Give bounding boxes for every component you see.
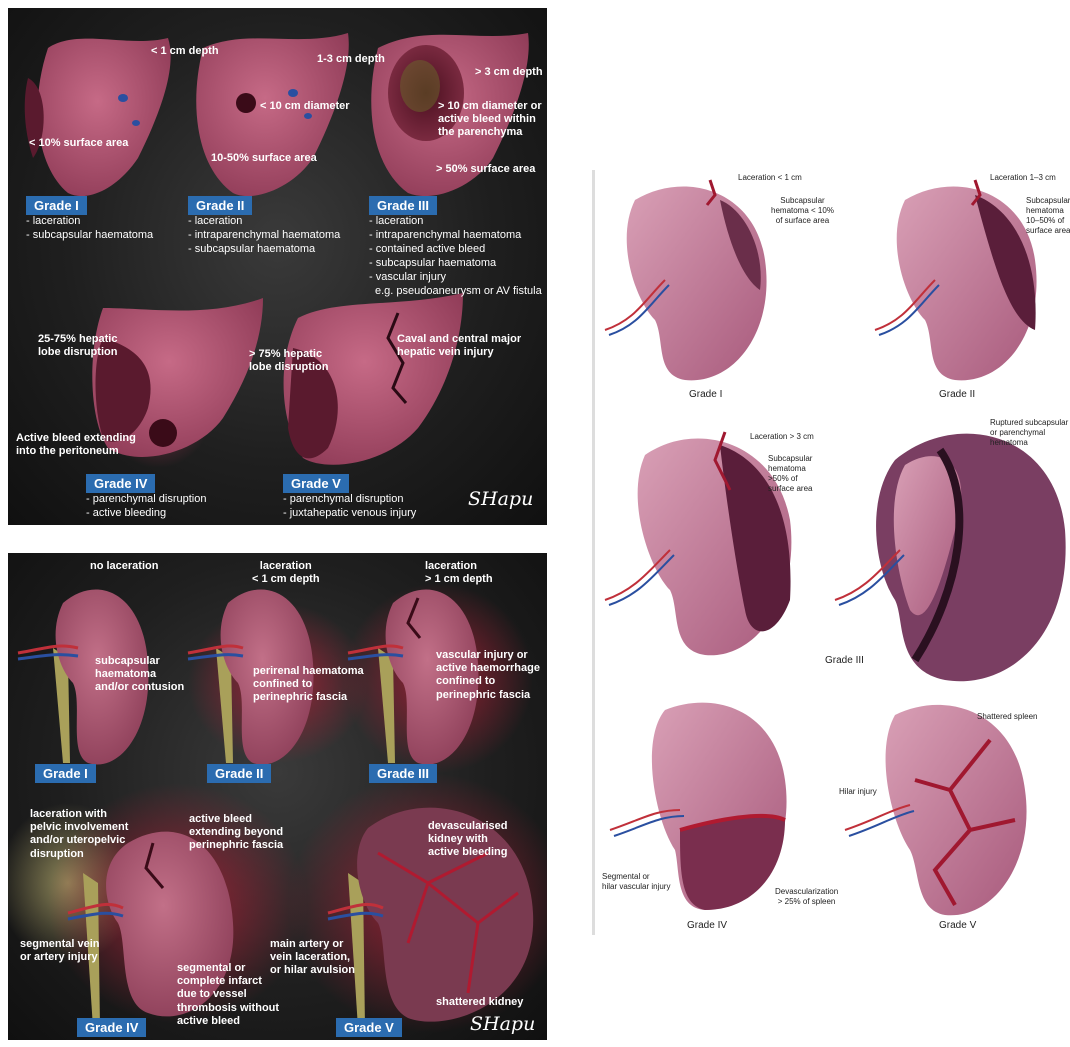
- kidney-g4-infarct-label: segmental or complete infarct due to ves…: [177, 962, 279, 1028]
- spleen-g3-subcapsular-label: Subcapsular hematoma >50% of surface are…: [768, 454, 812, 494]
- kidney-g2-top-label: laceration < 1 cm depth: [252, 560, 320, 586]
- kidney-signature: SHapu: [470, 1013, 535, 1035]
- liver-g2-area-label: 10-50% surface area: [211, 152, 317, 165]
- liver-g3-area-label: > 50% surface area: [436, 163, 535, 176]
- liver-g4-bleed-label: Active bleed extending into the peritone…: [16, 432, 136, 458]
- liver-grading-panel: < 1 cm depth < 10% surface area 1-3 cm d…: [8, 8, 547, 525]
- spleen-grade-3-label: Grade III: [825, 655, 864, 666]
- spleen-grade-3a-icon: [605, 432, 791, 655]
- kidney-g4-pelvic-label: laceration with pelvic involvement and/o…: [30, 808, 128, 861]
- spleen-g1-subcapsular-label: Subcapsular hematoma < 10% of surface ar…: [771, 196, 834, 226]
- kidney-g3-top-label: laceration > 1 cm depth: [425, 560, 493, 586]
- kidney-grade-5-badge: Grade V: [336, 1018, 402, 1037]
- spleen-grade-1-icon: [605, 180, 767, 380]
- spleen-g2-laceration-label: Laceration 1–3 cm: [990, 173, 1056, 183]
- kidney-grade-3-badge: Grade III: [369, 764, 437, 783]
- liver-grade-1-list: - laceration- subcapsular haematoma: [26, 214, 153, 242]
- spleen-g3-laceration-label: Laceration > 3 cm: [750, 432, 814, 442]
- kidney-g1-top-label: no laceration: [90, 560, 158, 573]
- spleen-g3-ruptured-label: Ruptured subcapsular or parenchymal hema…: [990, 418, 1068, 448]
- liver-g3-diameter-label: > 10 cm diameter or active bleed within …: [438, 100, 542, 140]
- spleen-grade-5-icon: [845, 705, 1027, 915]
- liver-grade-1-icon: [25, 38, 171, 196]
- liver-g5-vein-label: Caval and central major hepatic vein inj…: [397, 333, 521, 359]
- liver-g1-depth-label: < 1 cm depth: [151, 45, 219, 58]
- liver-grade-5-icon: [284, 293, 463, 465]
- kidney-g3-side-label: vascular injury or active haemorrhage co…: [436, 649, 540, 702]
- spleen-illustrations: [595, 170, 1070, 935]
- spleen-grading-panel: Laceration < 1 cm Subcapsular hematoma <…: [592, 170, 1070, 935]
- kidney-g5-artery-label: main artery or vein laceration, or hilar…: [270, 938, 355, 978]
- liver-grade-5-list: - parenchymal disruption- juxtahepatic v…: [283, 492, 416, 520]
- spleen-grade-3b-icon: [835, 434, 1066, 682]
- liver-grade-5-badge: Grade V: [283, 474, 349, 493]
- liver-g4-lobe-label: 25-75% hepatic lobe disruption: [38, 333, 117, 359]
- spleen-g4-devasc-label: Devascularization > 25% of spleen: [775, 887, 838, 907]
- kidney-grade-2-badge: Grade II: [207, 764, 271, 783]
- liver-g3-depth-label: > 3 cm depth: [475, 66, 543, 79]
- liver-g5-lobe-label: > 75% hepatic lobe disruption: [249, 348, 328, 374]
- liver-grade-3-list: - laceration- intraparenchymal haematoma…: [369, 214, 542, 298]
- kidney-g5-shattered-label: shattered kidney: [436, 996, 523, 1009]
- liver-grade-4-badge: Grade IV: [86, 474, 155, 493]
- spleen-grade-1-label: Grade I: [689, 389, 722, 400]
- spleen-g5-hilar-label: Hilar injury: [839, 787, 877, 797]
- liver-grade-1-badge: Grade I: [26, 196, 87, 215]
- spleen-g5-shattered-label: Shattered spleen: [977, 712, 1038, 722]
- spleen-grade-4-label: Grade IV: [687, 920, 727, 931]
- liver-grade-2-badge: Grade II: [188, 196, 252, 215]
- spleen-g2-subcapsular-label: Subcapsular hematoma 10–50% of surface a…: [1026, 196, 1070, 236]
- spleen-grade-5-label: Grade V: [939, 920, 976, 931]
- spleen-grade-2-icon: [875, 180, 1037, 380]
- liver-signature: SHapu: [468, 488, 533, 510]
- spleen-g4-segmental-label: Segmental or hilar vascular injury: [602, 872, 670, 892]
- liver-g1-area-label: < 10% surface area: [29, 137, 128, 150]
- spleen-g1-laceration-label: Laceration < 1 cm: [738, 173, 802, 183]
- kidney-grade-5-icon: [288, 773, 547, 1033]
- kidney-g4-vein-label: segmental vein or artery injury: [20, 938, 99, 964]
- kidney-grading-panel: no laceration subcapsular haematoma and/…: [8, 553, 547, 1040]
- kidney-g4-bleed-label: active bleed extending beyond perinephri…: [189, 813, 283, 853]
- kidney-g2-side-label: perirenal haematoma confined to perineph…: [253, 665, 364, 705]
- spleen-grade-2-label: Grade II: [939, 389, 975, 400]
- liver-g2-depth-label: 1-3 cm depth: [317, 53, 385, 66]
- kidney-g5-devasc-label: devascularised kidney with active bleedi…: [428, 820, 508, 860]
- kidney-grade-1-badge: Grade I: [35, 764, 96, 783]
- kidney-grade-4-badge: Grade IV: [77, 1018, 146, 1037]
- kidney-g1-side-label: subcapsular haematoma and/or contusion: [95, 655, 184, 695]
- liver-grade-2-list: - laceration- intraparenchymal haematoma…: [188, 214, 340, 256]
- liver-grade-4-list: - parenchymal disruption- active bleedin…: [86, 492, 206, 520]
- liver-g2-diameter-label: < 10 cm diameter: [260, 100, 350, 113]
- liver-grade-3-badge: Grade III: [369, 196, 437, 215]
